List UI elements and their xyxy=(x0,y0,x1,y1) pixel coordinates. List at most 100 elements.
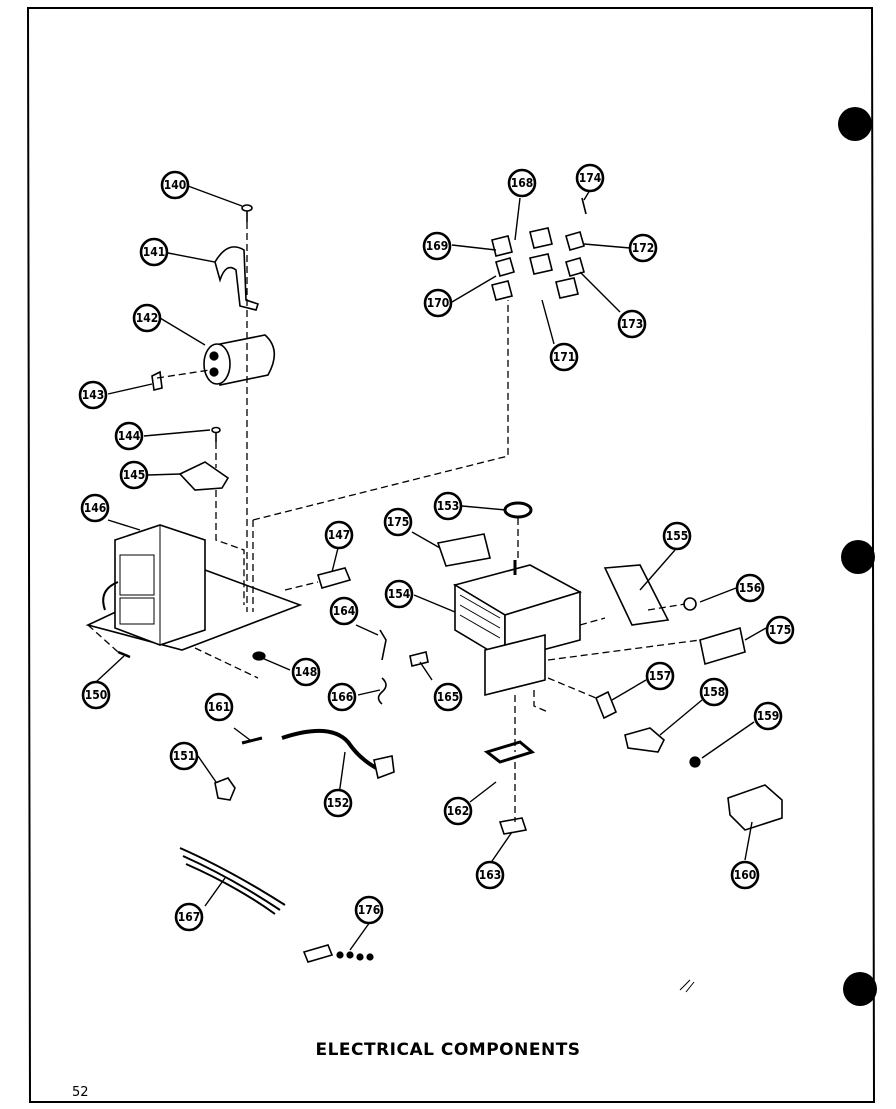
part-cord-152 xyxy=(281,728,395,780)
callout-bubble: 158 xyxy=(699,677,729,707)
callout-label: 175 xyxy=(769,623,792,637)
callout-label: 176 xyxy=(358,903,381,917)
leader-lines xyxy=(95,185,767,951)
stray-mark xyxy=(679,979,695,993)
part-bracket-143 xyxy=(151,370,163,391)
part-cover-155 xyxy=(603,564,670,626)
page-border xyxy=(26,7,876,1103)
callout-bubble: 176 xyxy=(354,895,384,925)
part-capacitor-142 xyxy=(203,334,276,386)
callout-bubble: 172 xyxy=(628,233,658,263)
callout-bubble: 163 xyxy=(475,860,505,890)
callout-bubble: 169 xyxy=(422,231,452,261)
callout-bubble: 155 xyxy=(662,521,692,551)
callout-label: 160 xyxy=(734,868,757,882)
binder-hole-top xyxy=(838,107,872,141)
callout-bubble: 150 xyxy=(81,680,111,710)
callout-label: 153 xyxy=(437,499,460,513)
part-switch-cluster xyxy=(491,197,587,301)
callout-bubble: 160 xyxy=(730,860,760,890)
callout-bubble: 140 xyxy=(160,170,190,200)
diagram-title: ELECTRICAL COMPONENTS xyxy=(315,1040,581,1060)
callout-bubble: 175 xyxy=(765,615,795,645)
callout-bubble: 175 xyxy=(383,507,413,537)
callout-label: 143 xyxy=(82,388,105,402)
page-number: 52 xyxy=(72,1085,89,1100)
callout-label: 173 xyxy=(621,317,644,331)
callout-label: 166 xyxy=(331,690,354,704)
part-thermistor-157 xyxy=(594,690,618,720)
part-clip-163 xyxy=(498,817,528,835)
part-clamp-176 xyxy=(302,944,374,963)
callout-label: 140 xyxy=(164,178,187,192)
callout-label: 159 xyxy=(757,709,780,723)
binder-hole-middle xyxy=(841,540,875,574)
callout-bubble: 174 xyxy=(575,163,605,193)
part-terminal-147 xyxy=(316,567,352,589)
callout-label: 144 xyxy=(118,429,141,443)
callout-label: 147 xyxy=(328,528,351,542)
part-gasket-153 xyxy=(503,501,533,519)
callout-label: 154 xyxy=(388,587,411,601)
callout-label: 145 xyxy=(123,468,146,482)
callout-label: 142 xyxy=(136,311,159,325)
callout-label: 162 xyxy=(447,804,470,818)
callout-bubble: 148 xyxy=(291,657,321,687)
part-pin-161 xyxy=(241,736,263,745)
callout-bubble: 146 xyxy=(80,493,110,523)
callout-bubble: 147 xyxy=(324,520,354,550)
callout-label: 161 xyxy=(208,700,231,714)
binder-hole-bottom xyxy=(843,972,877,1006)
part-clamp-141 xyxy=(214,246,260,311)
callout-label: 155 xyxy=(666,529,689,543)
callout-bubble: 145 xyxy=(119,460,149,490)
callout-bubble: 144 xyxy=(114,421,144,451)
callout-label: 168 xyxy=(511,176,534,190)
callout-bubble: 151 xyxy=(169,741,199,771)
part-nut-151 xyxy=(214,777,236,801)
callout-label: 165 xyxy=(437,690,460,704)
callout-label: 157 xyxy=(649,669,672,683)
callout-label: 152 xyxy=(327,796,350,810)
callout-bubble: 153 xyxy=(433,491,463,521)
callout-bubble: 165 xyxy=(433,682,463,712)
part-screw-150 xyxy=(117,650,131,659)
callout-bubble: 171 xyxy=(549,342,579,372)
callout-bubble: 161 xyxy=(204,692,234,722)
callout-label: 150 xyxy=(85,688,108,702)
callout-label: 171 xyxy=(553,350,576,364)
callout-bubble: 168 xyxy=(507,168,537,198)
part-tape-175b xyxy=(699,626,746,666)
part-knob-156 xyxy=(683,597,697,611)
part-harness-167 xyxy=(179,847,286,915)
part-holder-165 xyxy=(409,651,429,667)
callout-label: 151 xyxy=(173,749,196,763)
part-tape-175a xyxy=(436,533,491,567)
callout-bubble: 157 xyxy=(645,661,675,691)
callout-label: 156 xyxy=(739,581,762,595)
callout-bubble: 164 xyxy=(329,596,359,626)
callout-label: 164 xyxy=(333,604,356,618)
callout-bubble: 170 xyxy=(423,288,453,318)
part-fuse-164 xyxy=(379,629,387,661)
callout-bubble: 162 xyxy=(443,796,473,826)
part-spring-166 xyxy=(377,677,387,705)
callout-bubble: 167 xyxy=(174,902,204,932)
callout-label: 174 xyxy=(579,171,602,185)
callout-label: 158 xyxy=(703,685,726,699)
part-cover-160 xyxy=(727,784,783,831)
callout-label: 163 xyxy=(479,868,502,882)
callout-label: 148 xyxy=(295,665,318,679)
callout-bubble: 173 xyxy=(617,309,647,339)
callout-bubble: 159 xyxy=(753,701,783,731)
part-magnetron-154 xyxy=(452,560,583,697)
part-transformer-146 xyxy=(85,524,303,651)
callout-bubble: 152 xyxy=(323,788,353,818)
part-nut-159 xyxy=(689,756,701,768)
part-gasket-162 xyxy=(483,740,536,764)
callout-label: 169 xyxy=(426,239,449,253)
assembly-lines xyxy=(87,222,701,822)
callout-bubble: 141 xyxy=(139,237,169,267)
callout-label: 167 xyxy=(178,910,201,924)
